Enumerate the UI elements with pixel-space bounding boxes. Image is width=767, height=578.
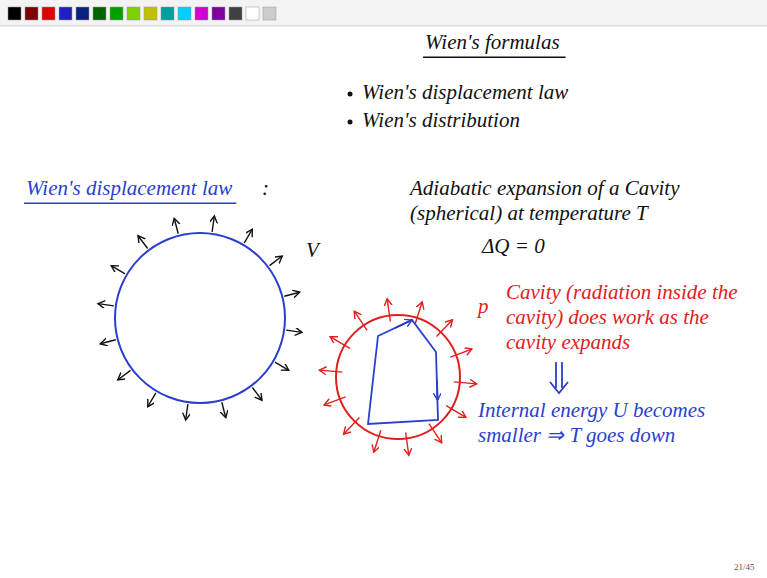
expansion-arrow <box>100 340 115 344</box>
expansion-arrow <box>284 292 299 296</box>
implies-arrow <box>550 362 568 393</box>
cavity-with-radiation <box>319 299 476 456</box>
radiation-arrow <box>395 320 412 328</box>
expansion-arrow <box>286 330 302 332</box>
expansion-arrow <box>111 266 125 274</box>
underline <box>423 56 566 58</box>
page-number: 21/45 <box>734 562 755 573</box>
pressure-arrow <box>437 320 453 337</box>
expansion-arrow <box>148 393 156 407</box>
toolbar-swatch <box>229 7 242 20</box>
expansion-arrow <box>222 402 226 417</box>
pressure-arrow <box>330 337 350 349</box>
toolbar-swatch <box>246 7 259 20</box>
toolbar-swatch <box>76 7 89 20</box>
radiation-path <box>368 320 438 424</box>
toolbar-swatch <box>42 7 55 20</box>
pressure-arrow <box>324 397 346 405</box>
toolbar-swatch <box>93 7 106 20</box>
pressure-arrow <box>319 370 342 372</box>
toolbar-swatch <box>195 7 208 20</box>
expansion-arrow <box>269 256 282 266</box>
implies-arrow-line <box>561 362 563 388</box>
pressure-arrow <box>415 302 422 324</box>
toolbar-swatch <box>8 7 21 20</box>
toolbar-swatch <box>144 7 157 20</box>
pressure-arrow <box>344 418 360 435</box>
volume-label: V <box>306 238 319 263</box>
implies-arrow-line <box>555 362 557 388</box>
pressure-arrow <box>387 299 390 322</box>
pressure-arrow <box>450 349 472 357</box>
expansion-arrow <box>138 236 148 249</box>
expansion-arrow <box>252 387 262 400</box>
toolbar-swatches <box>8 7 276 20</box>
bullet-item: Wien's displacement law <box>362 80 568 105</box>
colon: : <box>262 176 269 201</box>
cavity-circle <box>336 315 460 439</box>
expansion-arrow <box>244 229 252 243</box>
expansion-arrow <box>174 218 178 233</box>
cavity-circle <box>115 233 285 403</box>
equation: ΔQ = 0 <box>482 234 545 259</box>
toolbar <box>0 0 767 26</box>
toolbar-swatch <box>178 7 191 20</box>
toolbar-swatch <box>110 7 123 20</box>
expansion-arrow <box>275 362 289 370</box>
toolbar-swatch <box>127 7 140 20</box>
toolbar-swatch <box>59 7 72 20</box>
pressure-arrow <box>429 424 442 443</box>
note: Adiabatic expansion of a Cavity (spheric… <box>410 176 740 226</box>
implies-arrow-head <box>550 382 568 393</box>
pressure-arrow <box>374 430 381 452</box>
toolbar-swatch <box>212 7 225 20</box>
note: Internal energy U becomes smaller ⇒ T go… <box>478 398 740 448</box>
pressure-arrow <box>446 406 466 418</box>
toolbar-swatch <box>25 7 38 20</box>
note: Cavity (radiation inside the cavity) doe… <box>506 280 744 356</box>
pressure-arrow <box>406 432 409 455</box>
pressure-label: p <box>478 294 489 319</box>
expansion-arrow <box>118 370 131 380</box>
toolbar-swatch <box>161 7 174 20</box>
section-heading: Wien's displacement law <box>26 176 232 201</box>
underline <box>24 202 236 204</box>
pressure-arrow <box>454 382 477 384</box>
pressure-arrow <box>354 311 367 330</box>
slide-title: Wien's formulas <box>425 30 560 55</box>
expansion-arrow <box>186 404 188 420</box>
expansion-arrow <box>212 216 214 232</box>
bullet-item: Wien's distribution <box>362 108 520 133</box>
bullet <box>348 120 353 125</box>
bullet <box>348 92 353 97</box>
radiation-arrow <box>436 380 438 400</box>
toolbar-border <box>0 26 767 27</box>
expanding-cavity <box>98 216 302 420</box>
expansion-arrow <box>98 304 114 306</box>
toolbar-swatch <box>263 7 276 20</box>
